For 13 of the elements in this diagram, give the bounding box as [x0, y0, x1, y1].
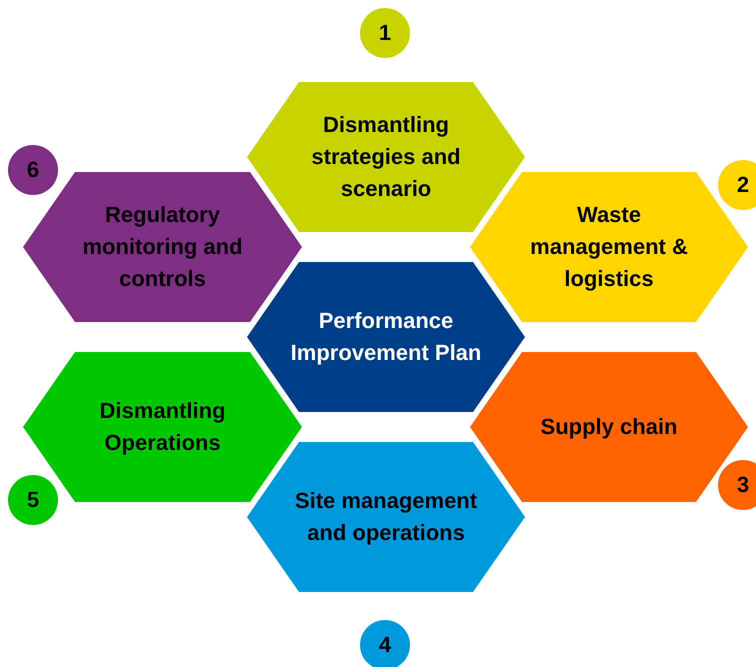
step-number: 5 — [26, 487, 40, 513]
topic-label: Regulatory monitoring and controls — [81, 201, 244, 293]
step-number: 3 — [736, 472, 750, 498]
step-number: 1 — [378, 20, 392, 46]
center-title: Performance Improvement Plan — [290, 307, 482, 367]
topic-label: Site management and operations — [294, 487, 478, 547]
topic-label: Dismantling strategies and scenario — [310, 111, 462, 203]
step-number: 2 — [736, 172, 750, 198]
step-number: 4 — [378, 632, 392, 658]
topic-label: Supply chain — [540, 413, 678, 441]
topic-label: Waste management & logistics — [529, 201, 689, 293]
step-number: 6 — [26, 157, 40, 183]
topic-label: Dismantling Operations — [98, 397, 226, 457]
